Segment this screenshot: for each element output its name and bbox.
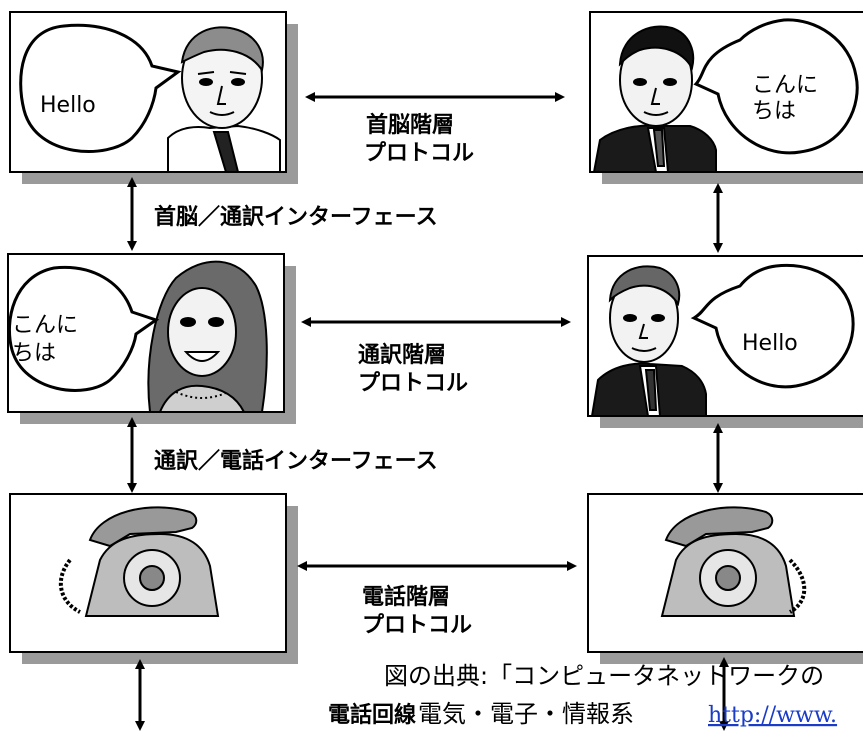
box-ceo-jp: こんに ちは (589, 11, 863, 184)
telephone-icon (660, 506, 807, 617)
interface-lower-label: 通訳／電話インターフェース (154, 448, 438, 474)
protocol-top-line2: プロトコル (364, 141, 474, 166)
protocol-bottom-line1: 電話階層 (362, 584, 450, 610)
speech-text-line2: ちは (752, 99, 796, 124)
portrait-ceo-en (167, 26, 281, 173)
speech-text-line2: ちは (12, 341, 56, 366)
protocol-bottom-line2: プロトコル (362, 613, 472, 638)
interface-upper-label: 首脳／通訳インターフェース (154, 204, 438, 230)
credit-category: 電気・電子・情報系 (418, 700, 634, 728)
box-interpreter-jp: Hello (587, 255, 863, 428)
speech-text: Hello (40, 93, 96, 118)
speech-bubble: Hello (19, 23, 182, 153)
protocol-mid-line1: 通訳階層 (358, 342, 446, 368)
telephone-icon (59, 506, 220, 617)
speech-bubble: こんに ちは (7, 265, 160, 392)
box-interpreter-en: こんに ちは (7, 253, 296, 424)
speech-bubble: こんに ちは (693, 18, 859, 155)
speech-text: Hello (742, 331, 798, 356)
portrait-interpreter-jp (590, 265, 707, 417)
box-ceo-en: Hello (9, 11, 298, 184)
phone-line-label: 電話回線 (328, 702, 416, 728)
box-phone-right (587, 493, 863, 664)
protocol-top-line1: 首脳階層 (366, 112, 454, 138)
speech-text-line1: こんに (12, 313, 78, 338)
source-credit: 図の出典:「コンピュータネットワークの (384, 662, 824, 690)
protocol-mid-line2: プロトコル (358, 371, 468, 396)
portrait-interpreter-en (147, 260, 268, 413)
credit-link[interactable]: http://www. (708, 703, 837, 728)
portrait-ceo-jp (592, 25, 717, 173)
box-phone-left (9, 493, 298, 664)
speech-text-line1: こんに (752, 73, 818, 98)
speech-bubble: Hello (690, 263, 855, 389)
